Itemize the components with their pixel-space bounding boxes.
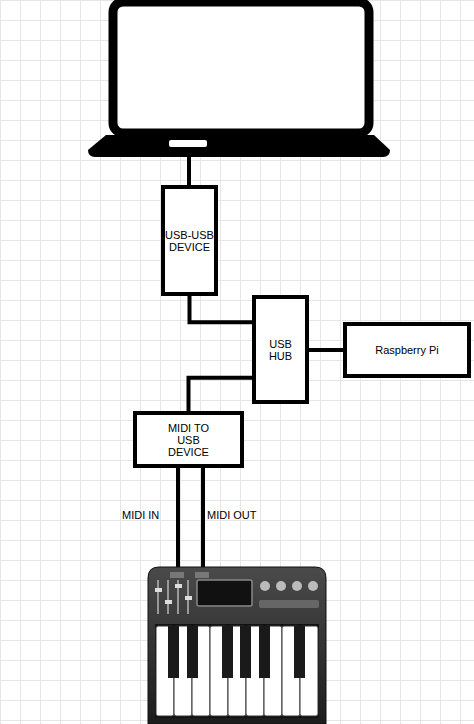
box-label: USB-USB DEVICE <box>164 229 216 253</box>
usb-connection <box>190 296 253 322</box>
usb-connection <box>309 350 343 351</box>
signal-label: MIDI OUT <box>207 509 257 521</box>
midi-cable <box>176 467 180 572</box>
process-box: MIDI TO USB DEVICE <box>133 411 244 468</box>
process-box: USB-USB DEVICE <box>161 185 218 296</box>
box-label: USB HUB <box>266 338 296 362</box>
keyboard-icon <box>148 567 326 724</box>
process-box: Raspberry Pi <box>343 322 471 378</box>
signal-label: MIDI IN <box>122 509 159 521</box>
usb-connection <box>189 378 253 411</box>
usb-cable <box>187 157 191 186</box>
box-label: MIDI TO USB DEVICE <box>168 422 209 458</box>
box-label: Raspberry Pi <box>375 344 439 356</box>
process-box: USB HUB <box>252 295 309 404</box>
midi-cable <box>201 467 205 572</box>
laptop-icon <box>88 2 390 157</box>
